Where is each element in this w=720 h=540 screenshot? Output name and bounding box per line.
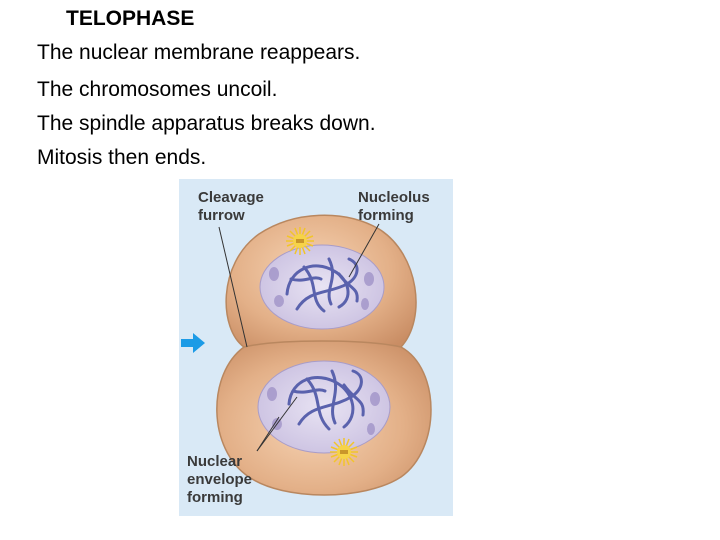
chromatin-top xyxy=(285,257,359,313)
centrosome-bottom xyxy=(330,438,358,466)
envelope-label-line: envelope xyxy=(187,471,253,488)
chromatin-bottom xyxy=(287,369,365,431)
slide-title: TELOPHASE xyxy=(66,7,195,30)
nucleus-top xyxy=(259,244,385,330)
centrosome-top xyxy=(286,227,314,255)
cleavage-label-line: furrow xyxy=(198,207,245,224)
cell-diagram xyxy=(179,179,453,516)
nucleolus-label-line: forming xyxy=(358,207,414,224)
leader-lines xyxy=(218,223,380,452)
nucleolus-forming-label: Nucleolus forming xyxy=(358,189,430,225)
blue-arrow-icon xyxy=(181,333,205,353)
envelope-label-line: Nuclear xyxy=(187,453,243,470)
bullet-line: The nuclear membrane reappears. xyxy=(37,41,361,64)
bullet-line: The spindle apparatus breaks down. xyxy=(37,112,376,135)
telophase-illustration: Cleavage furrow Nucleolus forming Nuclea… xyxy=(179,179,453,516)
bullet-line: The chromosomes uncoil. xyxy=(37,78,278,101)
nuclear-envelope-dots xyxy=(267,267,380,435)
nucleolus-label-line: Nucleolus xyxy=(358,189,430,206)
bullet-line: Mitosis then ends. xyxy=(37,146,207,169)
envelope-label-line: forming xyxy=(187,489,243,506)
cleavage-label-line: Cleavage xyxy=(198,189,264,206)
nuclear-envelope-label: Nuclear envelope forming xyxy=(187,453,252,507)
cleavage-furrow-label: Cleavage furrow xyxy=(198,189,264,225)
